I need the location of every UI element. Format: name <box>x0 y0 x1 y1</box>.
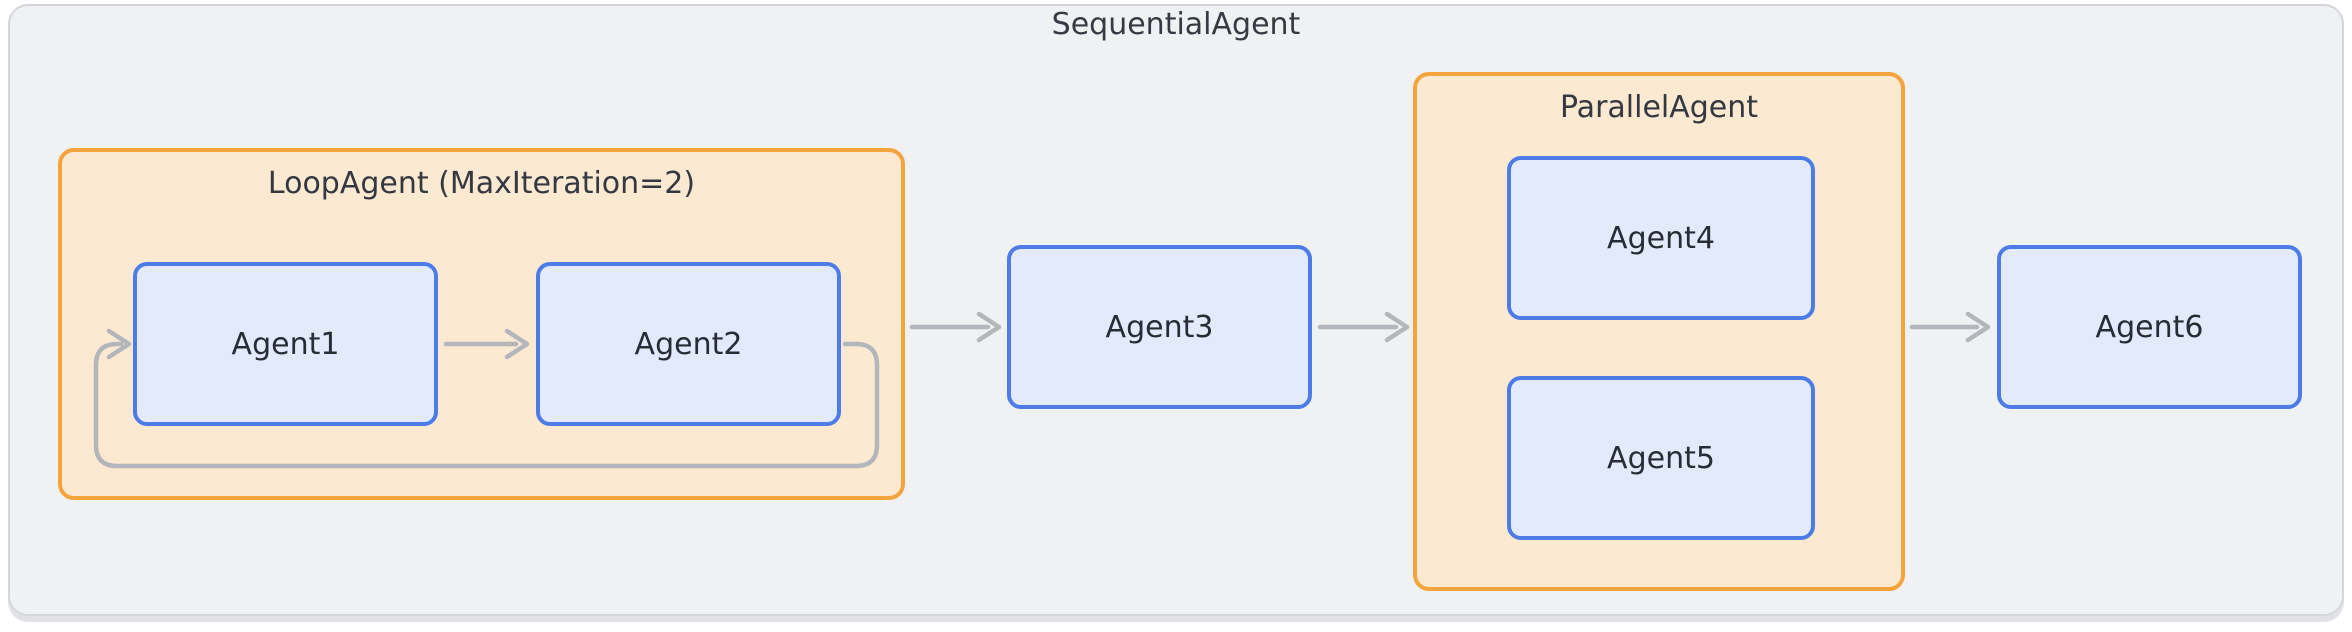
loop-agent-title: LoopAgent (MaxIteration=2) <box>267 166 696 201</box>
agent3-node: Agent3 <box>1007 245 1312 409</box>
agent4-label: Agent4 <box>1607 220 1715 256</box>
agent2-label: Agent2 <box>634 326 743 362</box>
agent3-label: Agent3 <box>1105 309 1214 345</box>
agent2-node: Agent2 <box>536 262 841 426</box>
agent4-node: Agent4 <box>1507 156 1815 320</box>
agent5-label: Agent5 <box>1607 440 1715 476</box>
agent1-label: Agent1 <box>231 326 340 362</box>
agent6-node: Agent6 <box>1997 245 2302 409</box>
agent1-node: Agent1 <box>133 262 438 426</box>
agent5-node: Agent5 <box>1507 376 1815 540</box>
agent6-label: Agent6 <box>2095 309 2204 345</box>
parallel-agent-group: ParallelAgent Agent4 Agent5 <box>1413 72 1905 591</box>
sequential-agent-title: SequentialAgent <box>1051 7 1301 42</box>
parallel-agent-title: ParallelAgent <box>1559 90 1759 125</box>
